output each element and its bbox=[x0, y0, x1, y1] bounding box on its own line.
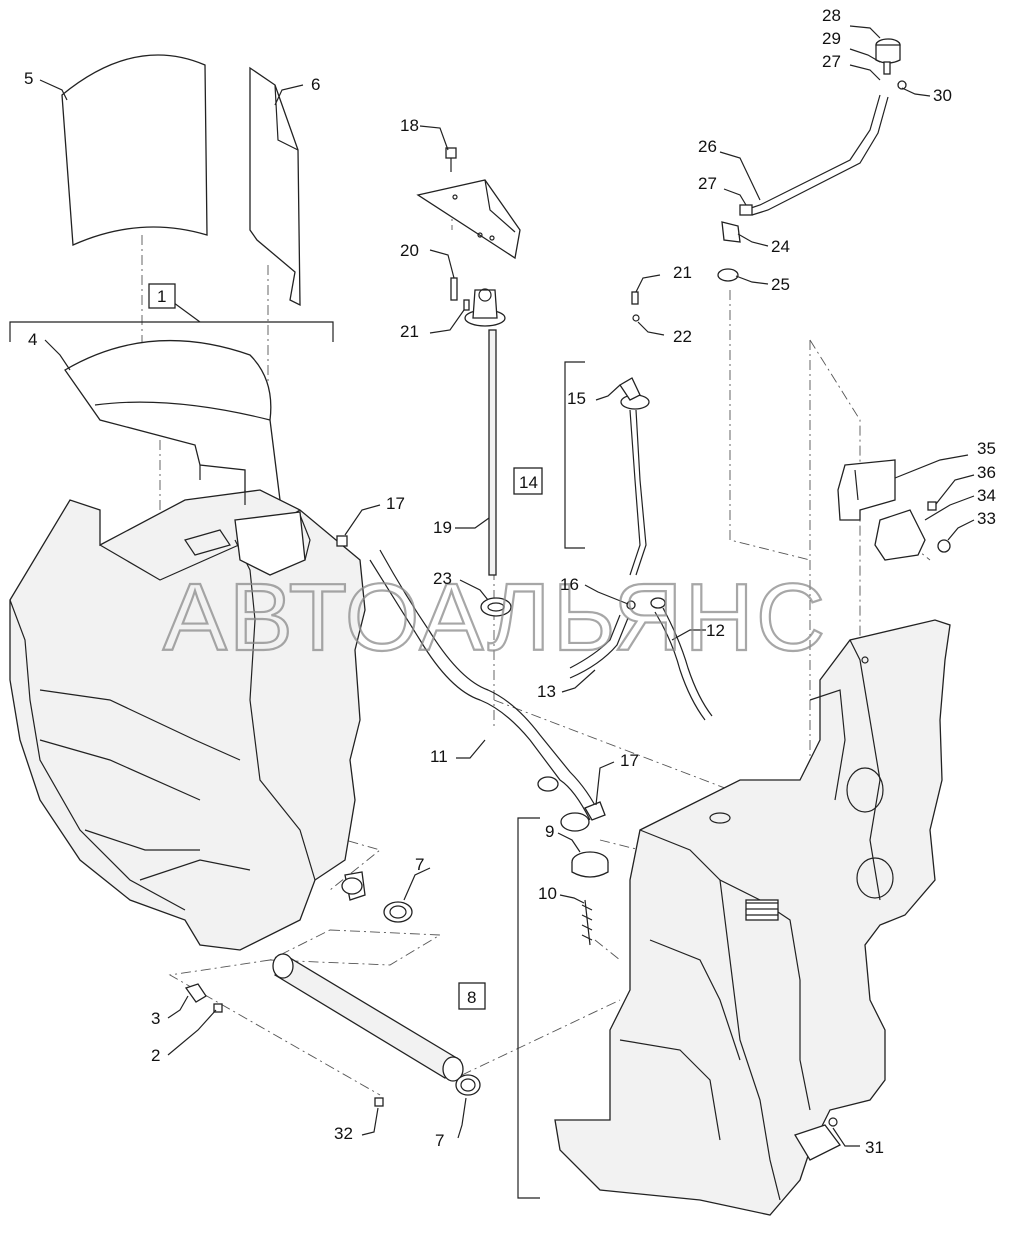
fitting-3 bbox=[184, 983, 207, 1003]
clamp-7-lower bbox=[455, 1074, 481, 1096]
plug-2 bbox=[213, 1003, 223, 1013]
leader-lines bbox=[39, 25, 975, 1147]
callout-16: 16 bbox=[560, 575, 579, 594]
filler-cap-9 bbox=[571, 851, 609, 878]
bracket-8 bbox=[517, 817, 540, 1199]
watermark-text: АВТОАЛЬЯНС bbox=[163, 564, 827, 671]
callout-18: 18 bbox=[400, 116, 419, 135]
callout-1: 1 bbox=[157, 287, 166, 306]
callout-box-8 bbox=[458, 982, 486, 1010]
filler-pipe-26 bbox=[717, 94, 889, 282]
plug-32 bbox=[374, 1097, 384, 1107]
bracket-35 bbox=[837, 459, 896, 521]
callout-8: 8 bbox=[467, 988, 476, 1007]
hood-cover-4 bbox=[64, 339, 281, 506]
callout-7-lower: 7 bbox=[435, 1131, 444, 1150]
left-fuel-tank bbox=[9, 465, 366, 951]
callout-10: 10 bbox=[538, 884, 557, 903]
callout-21-left: 21 bbox=[400, 322, 419, 341]
callout-36: 36 bbox=[977, 463, 996, 482]
heat-shield-18 bbox=[416, 179, 521, 260]
callout-31: 31 bbox=[865, 1138, 884, 1157]
connecting-pipe bbox=[272, 953, 464, 1082]
seal-ring-23 bbox=[480, 597, 512, 617]
callout-7-upper: 7 bbox=[415, 855, 424, 874]
callout-box-1 bbox=[148, 283, 176, 309]
cover-panel-5 bbox=[61, 54, 208, 246]
callout-6: 6 bbox=[311, 75, 320, 94]
fuel-pickup-15 bbox=[619, 377, 650, 576]
clip-17-upper bbox=[336, 535, 348, 547]
callout-27-lower: 27 bbox=[698, 174, 717, 193]
callout-25: 25 bbox=[771, 275, 790, 294]
fuel-hose-11 bbox=[369, 549, 601, 832]
clamp-7-upper bbox=[383, 901, 413, 923]
callout-27-upper: 27 bbox=[822, 52, 841, 71]
bracket-14 bbox=[564, 361, 585, 549]
fitting-16 bbox=[626, 600, 636, 610]
callout-21-right: 21 bbox=[673, 263, 692, 282]
callout-2: 2 bbox=[151, 1046, 160, 1065]
bolt-18 bbox=[445, 147, 457, 172]
callout-20: 20 bbox=[400, 241, 419, 260]
bracket-plate-31 bbox=[794, 1117, 841, 1161]
callout-labels: 5 6 1 4 18 20 21 21 22 19 23 17 17 14 15… bbox=[24, 6, 996, 1157]
callout-15: 15 bbox=[567, 389, 586, 408]
callout-14: 14 bbox=[519, 473, 538, 492]
callout-box-14 bbox=[513, 467, 543, 495]
callout-9: 9 bbox=[545, 822, 554, 841]
callout-4: 4 bbox=[28, 330, 37, 349]
screw-21-22 bbox=[631, 291, 640, 322]
side-panel-6 bbox=[249, 66, 301, 307]
bolt-36 bbox=[927, 501, 937, 511]
callout-17-upper: 17 bbox=[386, 494, 405, 513]
clip-17-lower bbox=[584, 801, 606, 821]
callout-32: 32 bbox=[334, 1124, 353, 1143]
vent-filter-28 bbox=[875, 38, 907, 90]
callout-22: 22 bbox=[673, 327, 692, 346]
hose-12 bbox=[650, 597, 713, 721]
callout-17-lower: 17 bbox=[620, 751, 639, 770]
strainer-10 bbox=[581, 899, 593, 946]
callout-19: 19 bbox=[433, 518, 452, 537]
callout-24: 24 bbox=[771, 237, 790, 256]
callout-33: 33 bbox=[977, 509, 996, 528]
hose-13 bbox=[569, 614, 629, 679]
callout-28: 28 bbox=[822, 6, 841, 25]
callout-30: 30 bbox=[933, 86, 952, 105]
callout-23: 23 bbox=[433, 569, 452, 588]
callout-34: 34 bbox=[977, 486, 996, 505]
callout-29: 29 bbox=[822, 29, 841, 48]
callout-5: 5 bbox=[24, 69, 33, 88]
right-fuel-tank bbox=[554, 619, 951, 1216]
sender-unit-19 bbox=[450, 277, 506, 576]
callout-35: 35 bbox=[977, 439, 996, 458]
callout-12: 12 bbox=[706, 621, 725, 640]
clamp-34 bbox=[874, 509, 926, 561]
callout-13: 13 bbox=[537, 682, 556, 701]
callout-26: 26 bbox=[698, 137, 717, 156]
callout-3: 3 bbox=[151, 1009, 160, 1028]
nut-33 bbox=[937, 539, 951, 553]
callout-11: 11 bbox=[430, 747, 448, 766]
